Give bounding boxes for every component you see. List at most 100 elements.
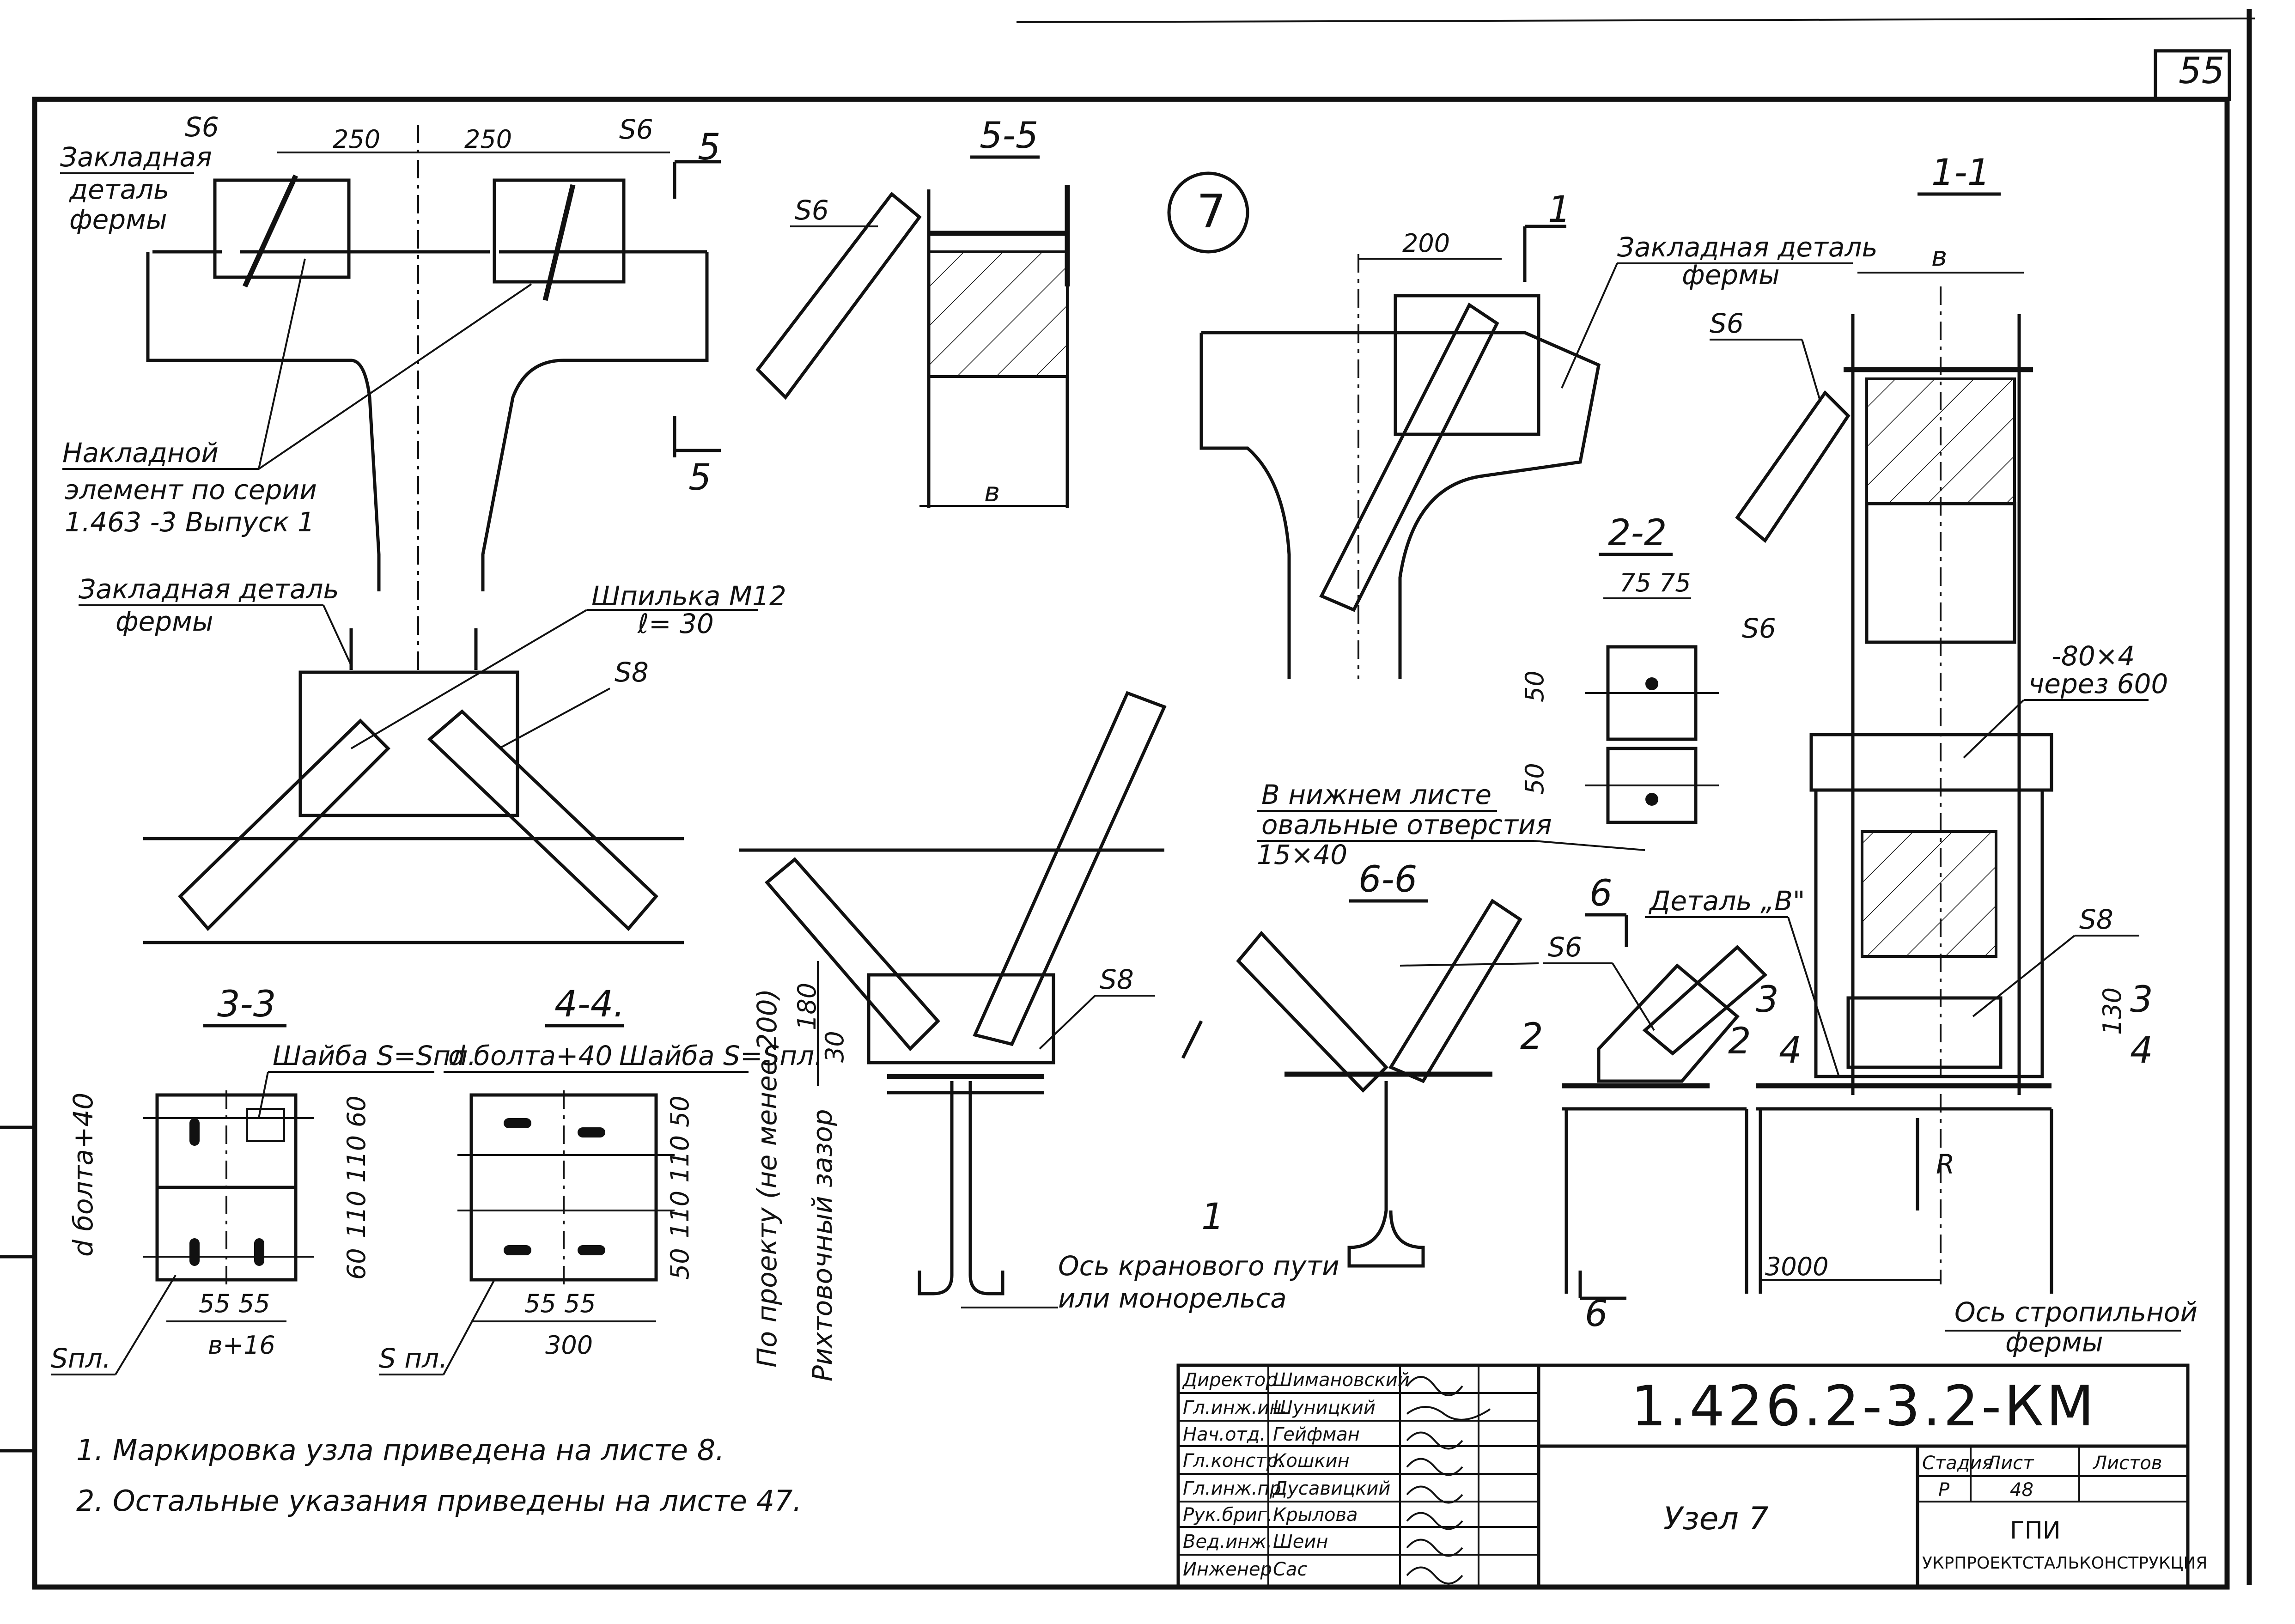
dim-3000: 3000 [1765,1252,1828,1281]
sec-6-6-title: 6-6 [1358,859,1417,900]
sec-2-2-title: 2-2 [1608,512,1667,554]
dim-300: 300 [545,1331,593,1360]
cut-4-left: 4 [1779,1030,1802,1071]
tb-person-0: Шимановский [1273,1369,1410,1391]
label-s6-55: S6 [795,195,829,226]
label-zakl2-b: фермы [116,606,213,637]
center-top-view: 200 1 Закладная деталь фермы [1199,189,1878,679]
cut-1-bot: 1 [1201,1196,1224,1238]
sec-3-3-title: 3-3 [217,984,276,1025]
tb-role-4: Гл.инж.пр. [1183,1478,1287,1499]
tb-person-4: Дусавицкий [1272,1478,1390,1499]
sec-5-5-title: 5-5 [980,115,1038,157]
label-zakl3-a: Закладная деталь [1617,231,1878,263]
sec-4-4-title: 4-4. [554,984,625,1025]
label-nakl-a: Накладной [62,437,219,468]
dim-b-11: в [1931,241,1947,272]
label-s6-tl2: S6 [619,114,653,145]
dim-b-55: в [984,476,1000,508]
dim-50-b: 50 [1520,763,1549,795]
cut-6-top: 6 [1589,873,1613,914]
tb-person-3: Кошкин [1273,1450,1350,1472]
cut-3-right: 3 [2130,979,2153,1021]
sheet-frame: 55 [0,9,2255,1590]
label-zakl-b: деталь [69,174,169,205]
tb-role-0: Директор [1182,1369,1278,1391]
dim-50-a: 50 [1520,670,1549,702]
label-zakl-c: фермы [69,204,167,235]
tb-org-logo: ГПИ [2010,1517,2061,1545]
label-oval-b: овальные отверстия [1261,809,1552,840]
tb-stage-hdr: Стадия [1922,1453,1993,1474]
dim-b16: в+16 [208,1331,275,1360]
tb-role-7: Инженер [1183,1559,1272,1580]
cut-2-left: 2 [1520,1016,1543,1058]
label-oval-a: В нижнем листе [1261,779,1491,810]
corner-number: 55 [2179,50,2224,92]
tb-role-6: Вед.инж. [1183,1531,1272,1552]
tb-sheet: 48 [2010,1479,2033,1501]
dim-110-c: 110 [665,1135,694,1183]
tb-person-1: Шуницкий [1273,1397,1376,1418]
cut-4-right: 4 [2130,1030,2153,1071]
cut-5-bot: 5 [688,457,712,499]
dim-180: 180 [792,983,822,1030]
dim-30: 30 [820,1031,849,1063]
node-marker: 7 [1167,171,1249,254]
tb-role-3: Гл.констр. [1183,1450,1284,1472]
tb-stage: Р [1938,1479,1950,1501]
label-os-strop-b: фермы [2005,1326,2103,1358]
label-s6-tl1: S6 [185,111,219,143]
tb-sheet-hdr: Лист [1986,1453,2034,1474]
node-number: 7 [1197,184,1226,238]
cut-5-top: 5 [698,127,721,168]
cut-1-top: 1 [1548,189,1571,231]
dim-55-55-b: 55 55 [524,1289,596,1318]
tb-rows [1178,1392,1539,1556]
dim-75-75: 75 75 [1619,568,1691,597]
dim-60-b: 60 [342,1248,371,1280]
detail-v: S6 6 6 2 2 [1400,873,1768,1335]
tb-name: Узел 7 [1663,1501,1769,1537]
label-detal-b: Деталь „В" [1648,885,1805,917]
label-s8-11: S8 [2079,904,2113,935]
tb-person-6: Шеин [1273,1531,1328,1552]
label-s-pl1: Sпл. [51,1343,111,1374]
section-1-1: 1-1 в S6 -80×4 через 600 S8 Деталь „В" R [1645,152,2198,1358]
sec-1-1-title: 1-1 [1931,152,1990,194]
dim-250-left: 250 [333,125,380,154]
dim-200: 200 [1402,229,1450,258]
dim-250-right: 250 [464,125,512,154]
label-s-pl2: S пл. [379,1343,448,1374]
section-3-3: 3-3 Шайба S=Sпл. d болта+40 60 110 110 6… [51,984,476,1375]
label-os-strop-a: Ось стропильной [1954,1296,2198,1328]
tb-person-7: Сас [1273,1559,1307,1580]
dim-55-55-a: 55 55 [199,1289,270,1318]
note-2: 2. Остальные указания приведены на листе… [76,1484,802,1518]
label-os-kran-b: или монорельса [1058,1283,1287,1314]
dim-50-l2: 50 [665,1248,694,1280]
label-s6-11: S6 [1710,308,1744,339]
top-left-view: 250 250 S6 S6 Закладная деталь фермы Нак… [60,111,721,675]
label-nakl-c: 1.463 -3 Выпуск 1 [65,506,315,538]
section-5-5: 5-5 S6 в [755,115,1070,508]
label-zakl-a: Закладная [60,141,212,173]
label-shaiba2: Шайба S=Sпл. [619,1040,823,1071]
cut-2-right: 2 [1728,1021,1751,1062]
dim-110-a: 110 [342,1135,371,1183]
label-oval-c: 15×40 [1257,839,1347,870]
section-4-4: 4-4. d болта+40 Шайба S=Sпл. 50 110 110 … [379,984,823,1375]
tb-signatures [1406,1376,1491,1585]
dim-130: 130 [2098,987,2127,1035]
note-1: 1. Маркировка узла приведена на листе 8. [76,1433,724,1467]
notes: 1. Маркировка узла приведена на листе 8.… [76,1433,802,1518]
label-po-proektu: По проекту (не менее 200) [751,989,783,1368]
label-s6-22: S6 [1742,613,1776,644]
label-strip-a: -80×4 [2051,640,2135,672]
label-s8-ml: S8 [615,657,649,688]
label-shaiba1: Шайба S=Sпл. [273,1040,476,1071]
label-s8-cb: S8 [1100,964,1134,995]
label-zakl3-b: фермы [1682,259,1780,291]
mid-left-view: Закладная деталь фермы Шпилька М12 ℓ= 30… [79,573,786,944]
